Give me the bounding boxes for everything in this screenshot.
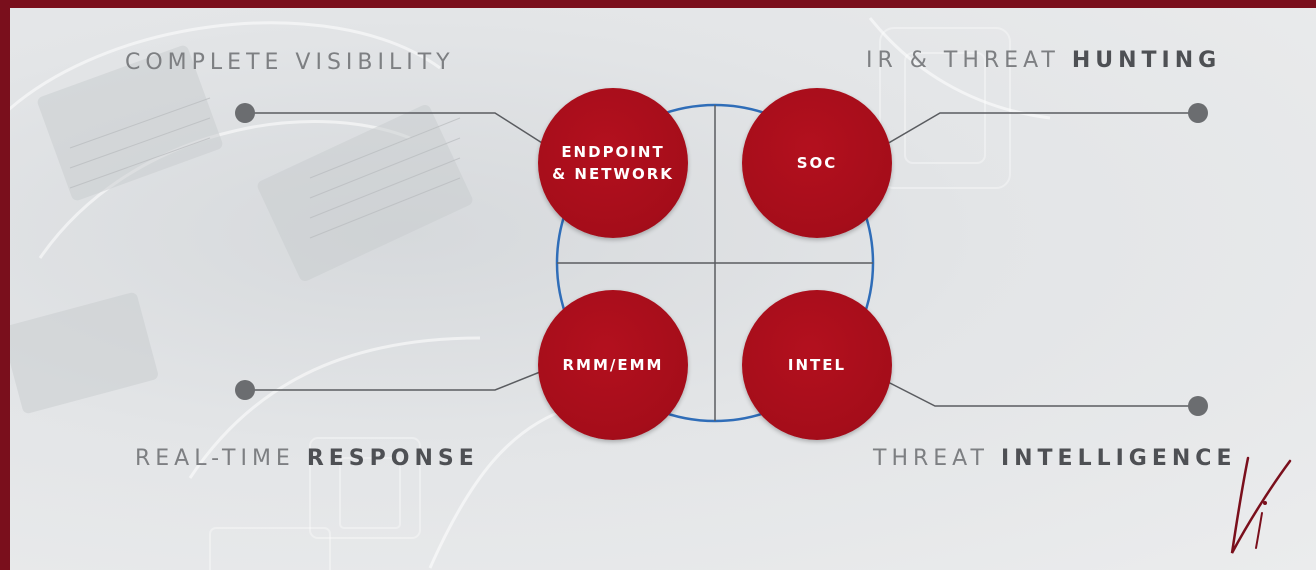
node-label: INTEL — [787, 356, 847, 374]
endpoint-dot-bottom-right — [1188, 396, 1208, 416]
node-label: SOC — [796, 154, 838, 172]
node-soc: SOC — [742, 88, 892, 238]
label-text: REAL-TIME — [135, 446, 307, 471]
node-rmm-emm: RMM/EMM — [538, 290, 688, 440]
connector-bottom-right — [879, 377, 1198, 407]
node-label-line1: ENDPOINT — [561, 143, 665, 161]
connector-bottom-left — [245, 367, 551, 391]
endpoint-dot-top-left — [235, 103, 255, 123]
label-complete-visibility: COMPLETE VISIBILITY — [125, 50, 455, 75]
connector-top-left — [245, 112, 551, 149]
diagram-panel: COMPLETE VISIBILITY IR & THREAT HUNTING … — [10, 8, 1316, 570]
label-bold-text: HUNTING — [1071, 48, 1222, 73]
label-ir-threat-hunting: IR & THREAT HUNTING — [866, 48, 1221, 73]
node-label: RMM/EMM — [562, 356, 664, 374]
label-real-time-response: REAL-TIME RESPONSE — [135, 446, 479, 471]
node-endpoint-network: ENDPOINT & NETWORK — [538, 88, 688, 238]
signature-logo — [1230, 456, 1292, 554]
endpoint-dot-bottom-left — [235, 380, 255, 400]
endpoint-dot-top-right — [1188, 103, 1208, 123]
node-intel: INTEL — [742, 290, 892, 440]
label-bold-text: RESPONSE — [306, 446, 479, 471]
label-text: COMPLETE VISIBILITY — [125, 50, 455, 75]
label-text: IR & THREAT — [866, 48, 1072, 73]
label-text: THREAT — [873, 446, 1001, 471]
label-threat-intelligence: THREAT INTELLIGENCE — [873, 446, 1236, 471]
connector-top-right — [879, 112, 1198, 149]
label-bold-text: INTELLIGENCE — [1000, 446, 1237, 471]
background-illustration — [10, 17, 1051, 570]
node-label-line2: & NETWORK — [552, 165, 674, 183]
diagram-lines — [235, 103, 1208, 423]
